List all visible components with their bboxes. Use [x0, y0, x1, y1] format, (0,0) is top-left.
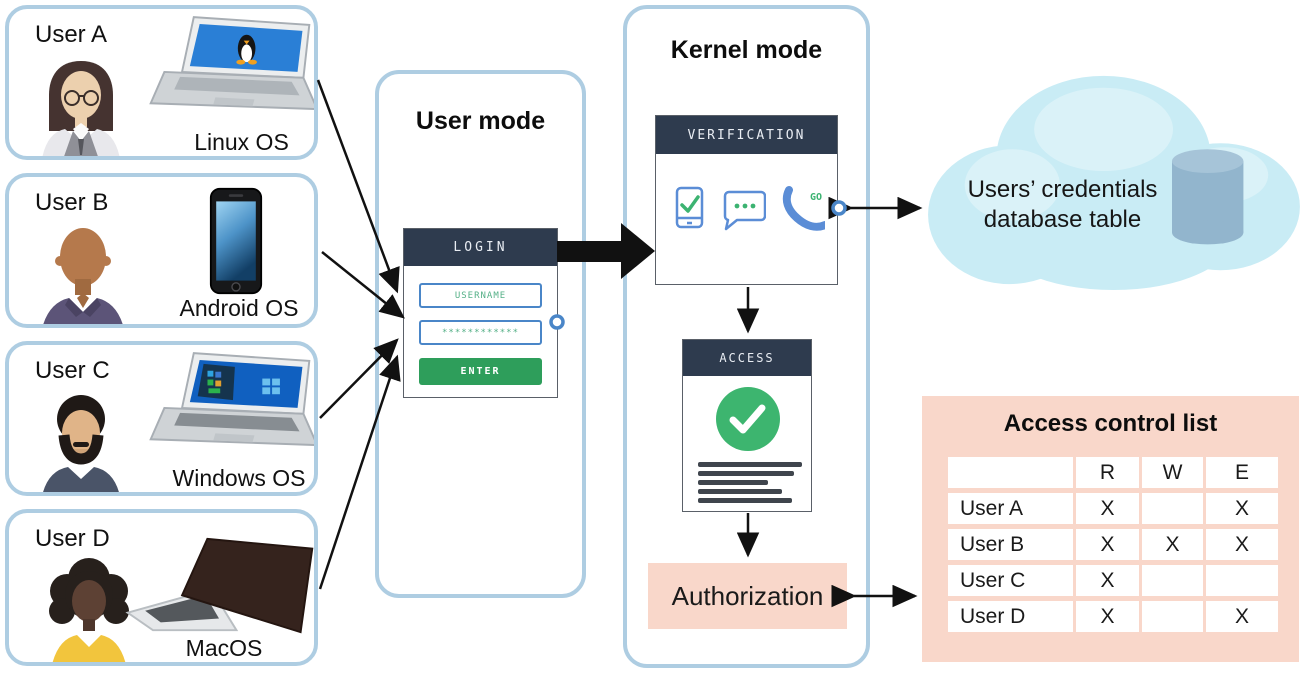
windows-laptop-illustration [137, 351, 314, 459]
access-header: ACCESS [683, 340, 811, 376]
user-c-label: User C [35, 357, 110, 384]
user-mode-title: User mode [415, 107, 546, 135]
checkmark-icon [716, 387, 780, 451]
user-b-avatar [33, 219, 133, 324]
cloud-label-line2: database table [983, 206, 1142, 233]
acl-row-user: User A [948, 493, 1073, 524]
user-d-avatar [37, 553, 141, 662]
acl-panel: Access control list R W E User A X X Use… [922, 396, 1299, 662]
authorization-box: Authorization [648, 563, 847, 629]
linux-laptop-illustration [137, 15, 314, 123]
acl-row-user: User C [948, 565, 1073, 596]
acl-cell [1142, 565, 1203, 596]
user-c-os-label: Windows OS [172, 465, 306, 491]
acl-cell: X [1206, 601, 1278, 632]
user-a-card: User A [5, 5, 318, 160]
enter-button: ENTER [419, 358, 542, 385]
user-a-os-label: Linux OS [194, 129, 289, 155]
acl-col-r: R [1076, 457, 1139, 488]
user-d-os-label: MacOS [185, 635, 263, 661]
acl-corner-cell [948, 457, 1073, 488]
username-field: USERNAME [419, 283, 542, 308]
acl-cell [1142, 601, 1203, 632]
verification-header: VERIFICATION [656, 116, 837, 154]
acl-cell: X [1076, 493, 1139, 524]
kernel-mode-title: Kernel mode [670, 36, 823, 64]
credentials-cloud: Users’ credentials database table [925, 58, 1302, 296]
user-a-label: User A [35, 21, 108, 48]
acl-row-user: User D [948, 601, 1073, 632]
acl-cell: X [1076, 529, 1139, 560]
password-field: ************ [419, 320, 542, 345]
acl-cell: X [1142, 529, 1203, 560]
user-d-card: User D MacOS [5, 509, 318, 666]
database-icon [1172, 149, 1244, 245]
access-card: ACCESS [682, 339, 812, 512]
acl-cell: X [1206, 493, 1278, 524]
acl-title: Access control list [1003, 410, 1218, 437]
acl-row-user: User B [948, 529, 1073, 560]
acl-cell: X [1076, 565, 1139, 596]
device-check-icon [669, 185, 709, 231]
tux-penguin-icon [236, 34, 257, 65]
verification-card: VERIFICATION [655, 115, 838, 285]
sms-code-icon [722, 185, 766, 231]
acl-cell: X [1076, 601, 1139, 632]
acl-cell [1206, 565, 1278, 596]
svg-text:GO: GO [810, 192, 822, 203]
user-b-label: User B [35, 189, 109, 216]
windows-logo-icon [262, 378, 280, 395]
acl-col-w: W [1142, 457, 1203, 488]
user-d-label: User D [35, 525, 110, 552]
acl-col-e: E [1206, 457, 1278, 488]
voice-call-icon: GO [779, 185, 825, 231]
login-header: LOGIN [404, 229, 557, 266]
cloud-label-line1: Users’ credentials [967, 176, 1158, 203]
windows-start-menu [197, 363, 235, 401]
user-c-card: User C [5, 341, 318, 496]
user-b-card: User B [5, 173, 318, 328]
user-a-avatar [31, 53, 131, 156]
acl-table: R W E User A X X User B X X X User C X U… [948, 457, 1278, 632]
android-phone-illustration [207, 187, 265, 295]
mac-laptop-illustration [121, 535, 314, 637]
acl-cell [1142, 493, 1203, 524]
acl-cell: X [1206, 529, 1278, 560]
user-c-avatar [31, 387, 131, 492]
login-form-illustration: LOGIN USERNAME ************ ENTER [403, 228, 558, 398]
user-b-os-label: Android OS [179, 295, 299, 321]
